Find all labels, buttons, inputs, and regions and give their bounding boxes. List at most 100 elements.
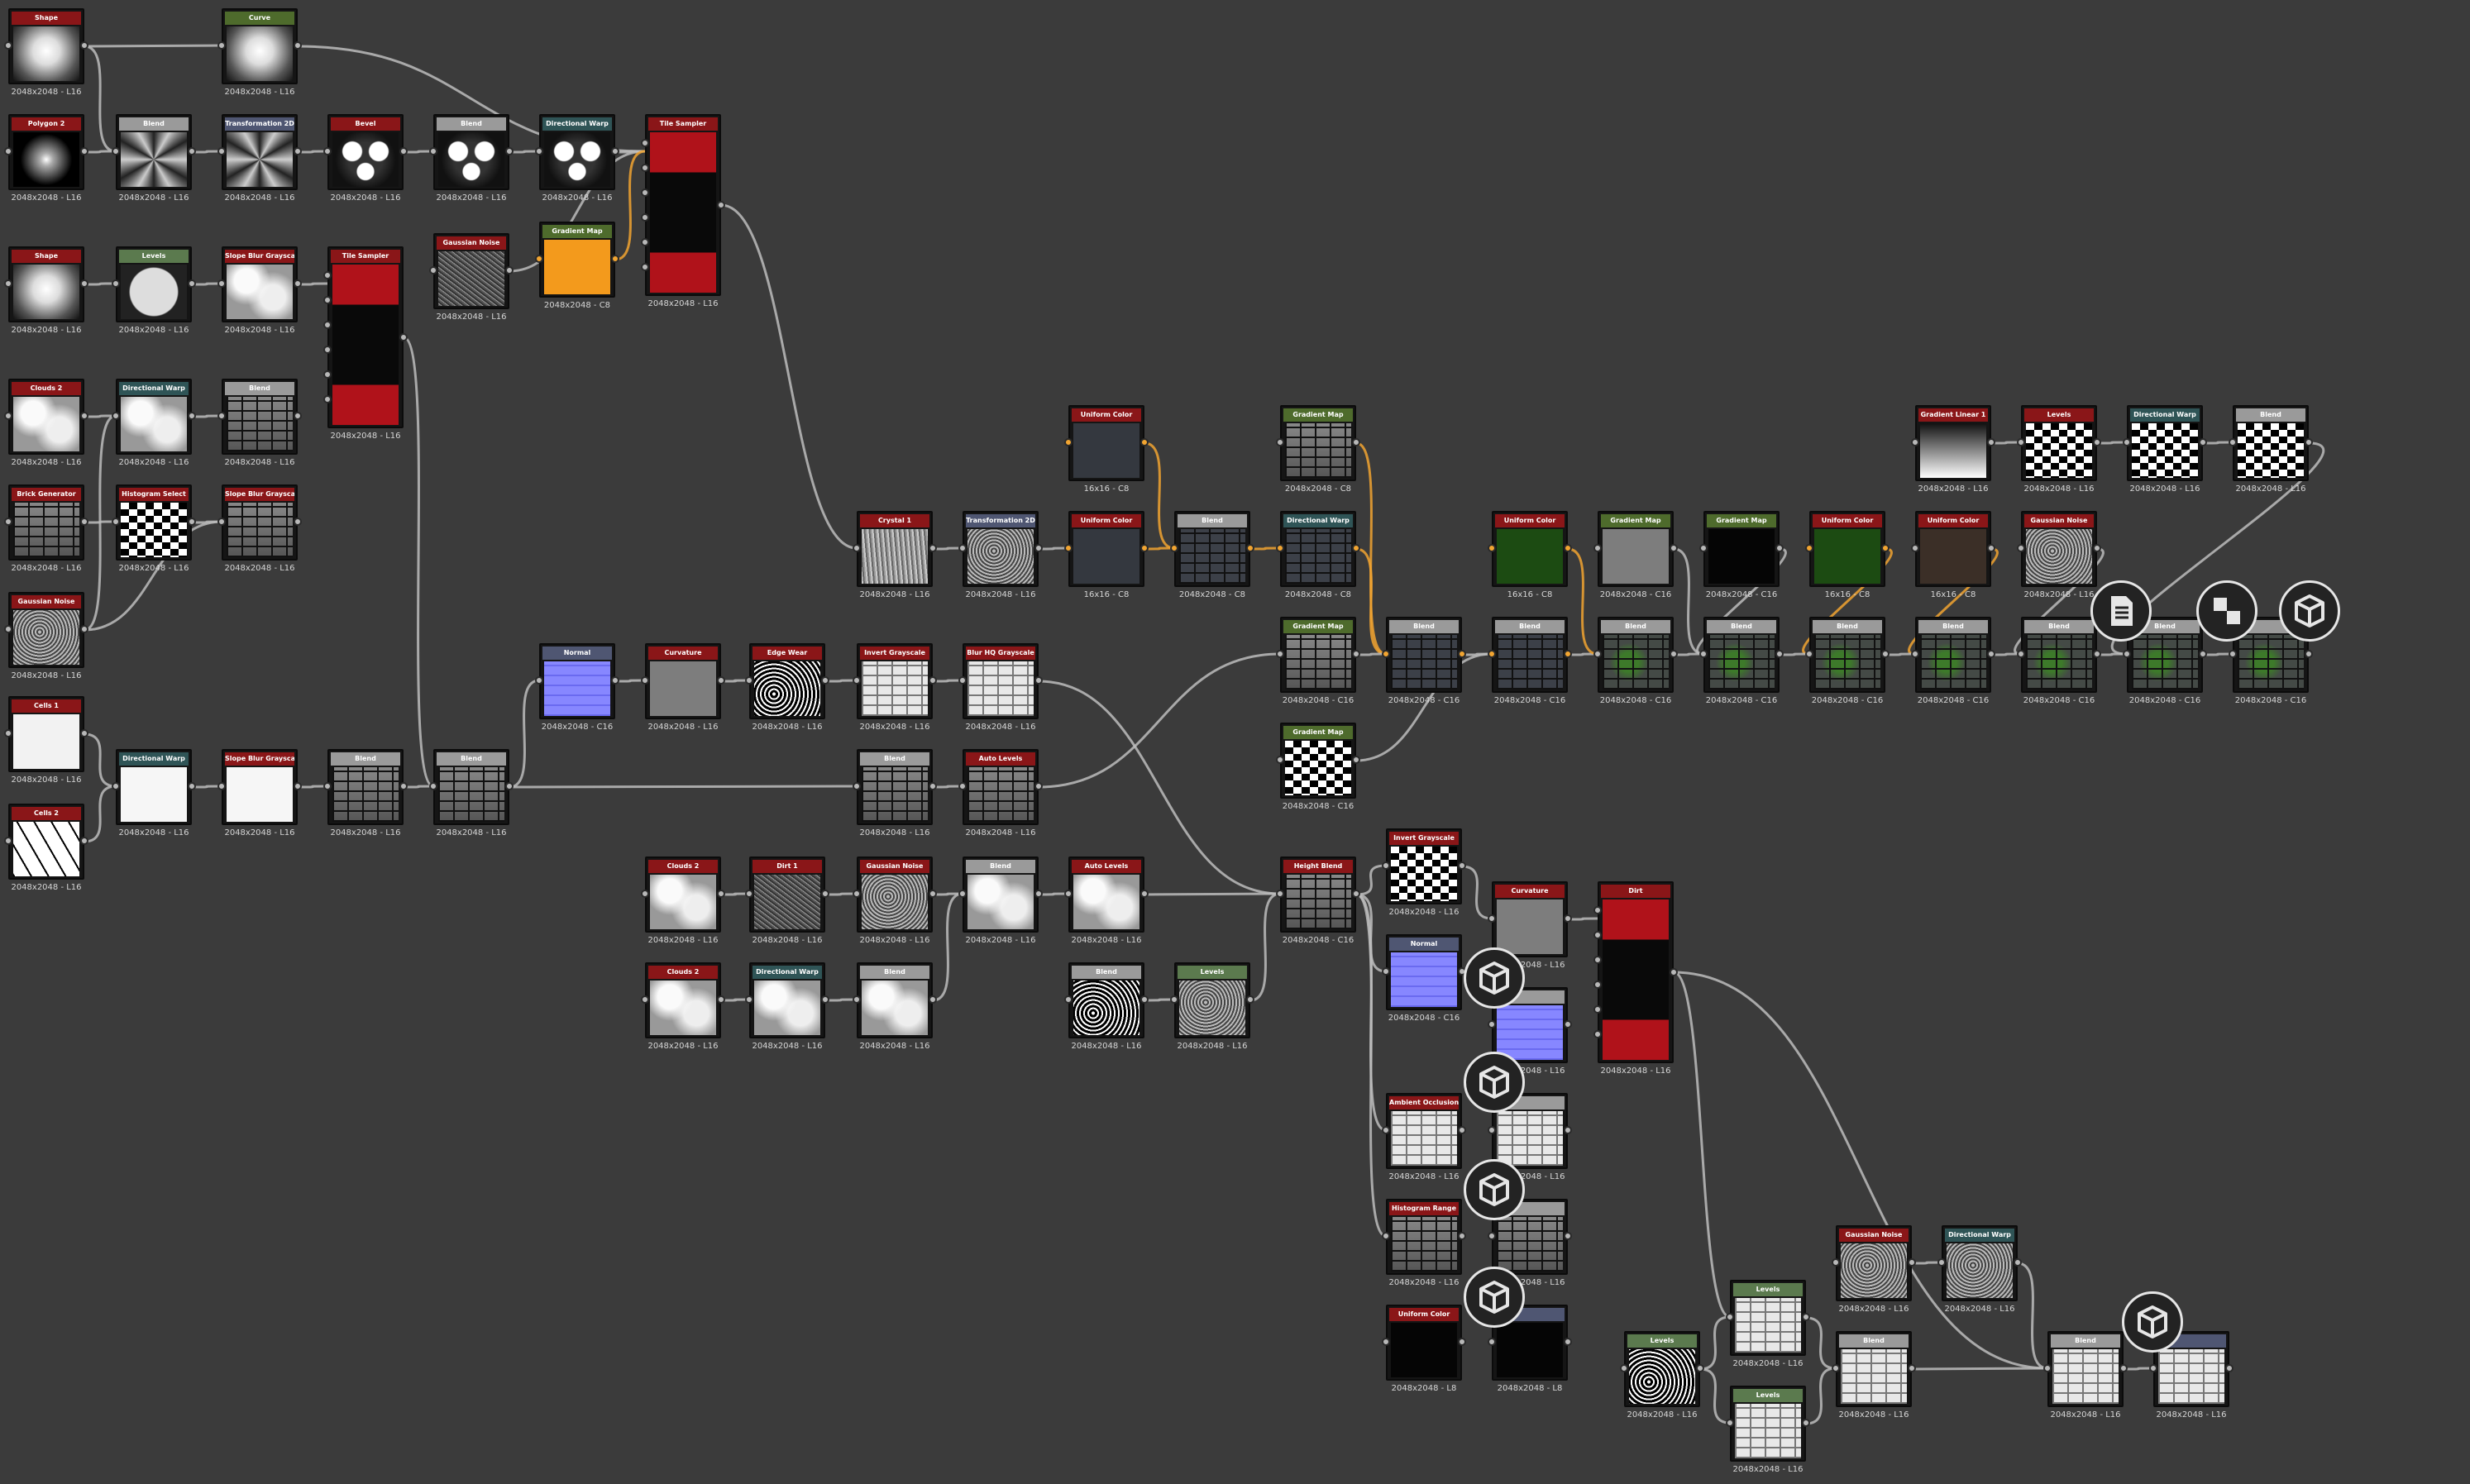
input-port[interactable] xyxy=(1937,1258,1946,1267)
input-port[interactable] xyxy=(1699,544,1708,552)
output-port[interactable] xyxy=(80,41,88,50)
input-port[interactable] xyxy=(112,147,120,155)
output-port[interactable] xyxy=(2014,1258,2022,1267)
input-port[interactable] xyxy=(1488,1126,1496,1134)
input-port[interactable] xyxy=(217,782,226,790)
input-port[interactable] xyxy=(1064,890,1073,898)
input-port[interactable] xyxy=(2123,438,2131,446)
output-port[interactable] xyxy=(1034,676,1043,685)
input-port[interactable] xyxy=(1805,650,1813,658)
output-port[interactable] xyxy=(294,782,302,790)
output-port[interactable] xyxy=(1564,1020,1572,1028)
input-port[interactable] xyxy=(745,995,753,1004)
input-port[interactable] xyxy=(1382,1338,1390,1346)
output-port[interactable] xyxy=(188,412,196,420)
output-port[interactable] xyxy=(294,41,302,50)
output-port[interactable] xyxy=(717,201,725,209)
output-port[interactable] xyxy=(1775,544,1784,552)
input-port[interactable] xyxy=(1276,756,1284,764)
cube-pin-button[interactable] xyxy=(2279,580,2340,642)
output-port[interactable] xyxy=(2305,650,2313,658)
output-port[interactable] xyxy=(2093,650,2101,658)
output-port[interactable] xyxy=(2093,544,2101,552)
input-port[interactable] xyxy=(641,676,649,685)
output-port[interactable] xyxy=(399,782,408,790)
output-port[interactable] xyxy=(1670,544,1678,552)
cube-pin-button[interactable] xyxy=(2122,1291,2183,1353)
input-port[interactable] xyxy=(535,255,543,263)
output-port[interactable] xyxy=(1458,1232,1466,1240)
output-port[interactable] xyxy=(505,147,514,155)
output-port[interactable] xyxy=(1564,1126,1572,1134)
output-port[interactable] xyxy=(1352,438,1360,446)
output-port[interactable] xyxy=(1987,438,1995,446)
input-port[interactable] xyxy=(217,412,226,420)
output-port[interactable] xyxy=(2305,438,2313,446)
input-port[interactable] xyxy=(1593,650,1602,658)
input-port[interactable] xyxy=(958,890,967,898)
input-port[interactable] xyxy=(1593,1030,1602,1038)
cube-pin-button[interactable] xyxy=(1464,1159,1525,1220)
input-port[interactable] xyxy=(4,837,12,845)
input-port[interactable] xyxy=(1488,1338,1496,1346)
output-port[interactable] xyxy=(929,544,937,552)
output-port[interactable] xyxy=(80,279,88,288)
input-port[interactable] xyxy=(745,890,753,898)
input-port[interactable] xyxy=(641,213,649,222)
output-port[interactable] xyxy=(1140,438,1149,446)
input-port[interactable] xyxy=(1593,956,1602,964)
input-port[interactable] xyxy=(2123,650,2131,658)
cube-pin-button[interactable] xyxy=(1464,1052,1525,1113)
output-port[interactable] xyxy=(929,995,937,1004)
input-port[interactable] xyxy=(1382,861,1390,870)
input-port[interactable] xyxy=(2043,1364,2052,1372)
output-port[interactable] xyxy=(1034,890,1043,898)
input-port[interactable] xyxy=(1382,967,1390,976)
input-port[interactable] xyxy=(1593,931,1602,939)
output-port[interactable] xyxy=(1564,544,1572,552)
input-port[interactable] xyxy=(323,296,332,304)
output-port[interactable] xyxy=(294,518,302,526)
input-port[interactable] xyxy=(1911,650,1919,658)
output-port[interactable] xyxy=(80,412,88,420)
input-port[interactable] xyxy=(641,188,649,197)
input-port[interactable] xyxy=(853,544,861,552)
input-port[interactable] xyxy=(2017,650,2025,658)
input-port[interactable] xyxy=(112,412,120,420)
input-port[interactable] xyxy=(217,279,226,288)
input-port[interactable] xyxy=(1276,890,1284,898)
output-port[interactable] xyxy=(1908,1364,1916,1372)
input-port[interactable] xyxy=(4,625,12,633)
input-port[interactable] xyxy=(641,995,649,1004)
output-port[interactable] xyxy=(80,625,88,633)
input-port[interactable] xyxy=(323,346,332,354)
output-port[interactable] xyxy=(929,890,937,898)
